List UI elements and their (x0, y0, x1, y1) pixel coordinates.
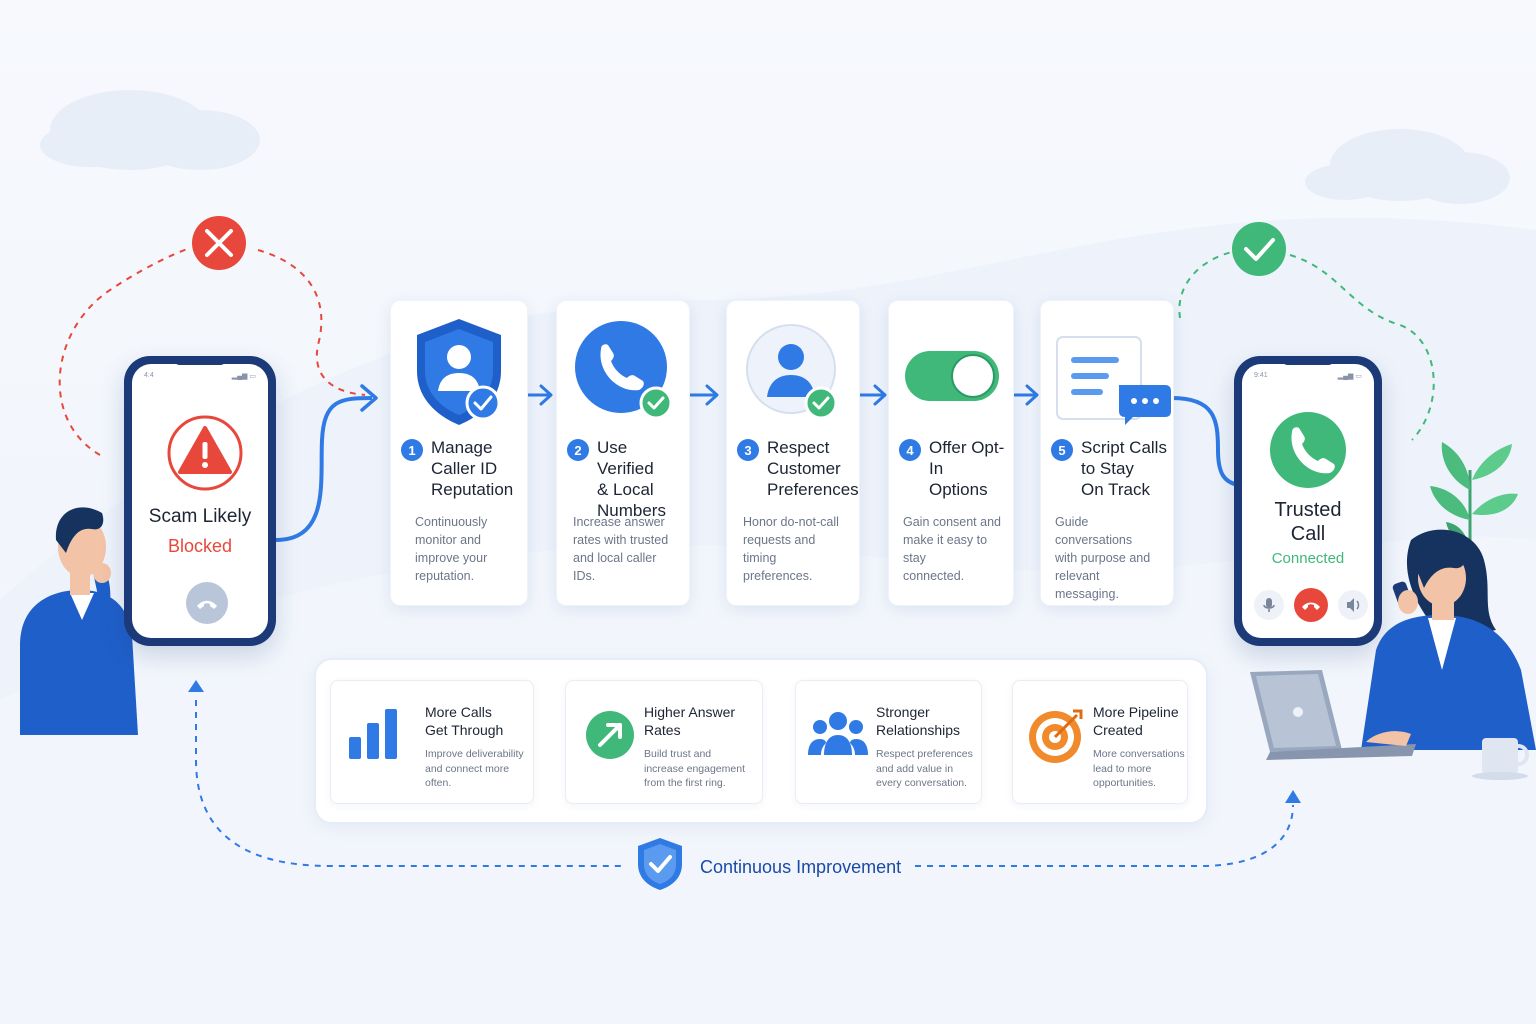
call-status: Connected (1271, 550, 1345, 567)
cloud-icon (40, 90, 260, 170)
thinking-man-illustration (20, 507, 138, 735)
blocked-call-phone: 4:4 ▂▄▆ ▭ Scam Likely Blocked (124, 356, 276, 646)
speaker-button[interactable] (1338, 590, 1368, 620)
shield-check-icon (638, 838, 682, 890)
step-number: 1 (401, 439, 423, 461)
woman-on-phone-illustration (1250, 529, 1536, 780)
status-time: 9:41 (1254, 372, 1268, 379)
microphone-icon (1263, 598, 1275, 612)
target-icon (1029, 709, 1083, 763)
bar-chart-icon (349, 709, 397, 759)
step-number: 3 (737, 439, 759, 461)
phone-icon (1270, 412, 1346, 488)
toggle-icon (905, 351, 999, 401)
signal-battery-icon: ▂▄▆ ▭ (231, 373, 256, 380)
success-check-icon (1232, 222, 1286, 276)
status-time: 4:4 (144, 372, 154, 379)
call-status: Blocked (167, 536, 233, 556)
signal-battery-icon: ▂▄▆ ▭ (1337, 373, 1362, 380)
caller-label: Scam Likely (148, 506, 252, 527)
step-number: 4 (899, 439, 921, 461)
phone-verified-icon (575, 321, 673, 420)
hang-up-icon (197, 600, 217, 609)
step-number: 5 (1051, 439, 1073, 461)
mute-button[interactable] (1254, 590, 1284, 620)
continuous-improvement-label: Continuous Improvement (700, 857, 902, 877)
trend-up-icon (586, 711, 634, 759)
end-call-button[interactable] (1294, 588, 1328, 622)
user-check-icon (746, 324, 838, 420)
end-call-icon (1302, 602, 1320, 610)
phone-screen: 4:4 ▂▄▆ ▭ Scam Likely Blocked (132, 364, 268, 638)
cloud-icon (1305, 129, 1510, 204)
people-icon (808, 712, 868, 755)
speaker-icon (1347, 598, 1360, 612)
hang-up-button[interactable] (186, 582, 228, 624)
warning-icon (167, 415, 243, 491)
step-number: 2 (567, 439, 589, 461)
blocked-x-icon (192, 216, 246, 270)
shield-user-icon (417, 319, 501, 425)
script-chat-icon (1056, 336, 1171, 425)
